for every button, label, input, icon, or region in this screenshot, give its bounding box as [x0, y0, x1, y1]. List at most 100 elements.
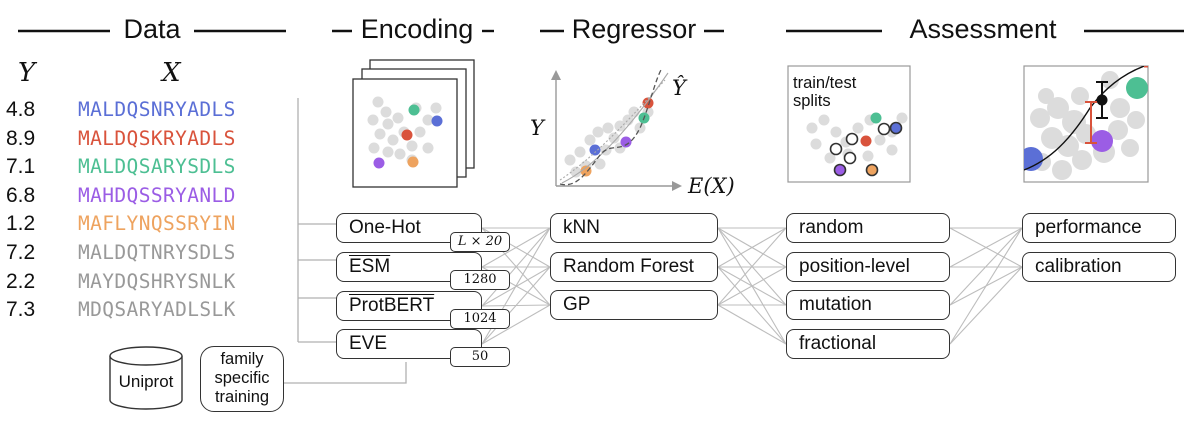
regressor-point-gray [614, 120, 626, 132]
family-training-line-2: specific [214, 369, 270, 387]
regressor-y-axis-label: Y [530, 116, 544, 140]
sequence-y-value: 7.3 [6, 298, 36, 322]
split-point-gray [886, 144, 898, 156]
split-box-random: random [786, 213, 950, 243]
calibration-point-gray [1127, 111, 1145, 129]
calibration-point-gray [1071, 87, 1089, 105]
split-box-fractional: fractional [786, 329, 950, 359]
calibration-point-gray [1121, 139, 1139, 157]
section-title-encoding: Encoding [360, 14, 474, 44]
calibration-point-gray [1057, 135, 1079, 157]
split-label-fractional: fractional [799, 333, 877, 354]
calibration-point-gray [1030, 108, 1050, 128]
split-label-mutation: mutation [799, 294, 872, 315]
regressor-box-gp: GP [550, 290, 718, 320]
embedding-point-gray [368, 142, 380, 154]
splits-panel-title-line-1: train/test [793, 74, 857, 92]
embedding-point-gray [394, 148, 406, 160]
section-title-data: Data [123, 14, 181, 44]
split-point-green [870, 112, 882, 124]
sequence-string: MDQSARYADLSLK [78, 298, 236, 322]
sequence-string: MALDQSARYSDLS [78, 155, 236, 179]
link-line [481, 304, 551, 345]
split-point-test [843, 151, 857, 165]
calibration-point-gray [1101, 71, 1119, 89]
split-point-orange-test [865, 163, 879, 177]
metric-label-calibration: calibration [1035, 256, 1122, 277]
splits-panel [787, 65, 911, 183]
link-line [717, 227, 787, 268]
embedding-point-gray [422, 114, 434, 126]
metric-label-performance: performance [1035, 217, 1142, 238]
split-point-gray [862, 150, 874, 162]
section-title-assessment: Assessment [909, 14, 1057, 44]
regressor-label-random-forest: Random Forest [563, 256, 694, 277]
link-line [717, 227, 787, 306]
link-line [949, 227, 1023, 268]
split-label-random: random [799, 217, 864, 238]
uniprot-database-icon [109, 346, 183, 410]
calibration-point-gray [1052, 160, 1072, 180]
split-box-mutation: mutation [786, 290, 950, 320]
encoding-dim-protbert-text: 1024 [463, 311, 497, 326]
embedding-point-gray [387, 134, 399, 146]
regressor-yhat-label: Ŷ [672, 76, 686, 100]
embedding-point-gray [372, 96, 384, 108]
section-title-regressor: Regressor [571, 14, 697, 44]
embedding-point-gray [414, 126, 426, 138]
regressor-point-gray [574, 146, 586, 158]
calibration-point-blue [1024, 147, 1043, 171]
split-point-test [877, 122, 891, 136]
regressor-plot [551, 67, 682, 191]
regressor-label-knn: kNN [563, 217, 600, 238]
split-label-position-level: position-level [799, 256, 910, 277]
split-point-gray [818, 114, 830, 126]
split-point-test [829, 142, 843, 156]
family-specific-training-box: family specific training [200, 346, 284, 412]
splits-panel-title: train/test splits [793, 74, 856, 110]
split-point-red [860, 135, 872, 147]
regressor-point-gray [602, 122, 614, 134]
embedding-point-gray [430, 102, 442, 114]
encoding-label-one-hot: One-Hot [349, 217, 421, 238]
embedding-point-red [401, 129, 413, 141]
sequence-y-value: 4.8 [6, 98, 36, 121]
regressor-point-gray [564, 154, 576, 166]
embedding-point-green [408, 104, 420, 116]
encoding-label-esm: ESM [349, 256, 391, 277]
regressor-point-gray [594, 158, 606, 170]
encoding-label-protbert: ProtBERT [349, 295, 435, 316]
links-regressor-split [717, 227, 787, 345]
regressor-point-gray [570, 166, 582, 178]
embedding-point-gray [392, 112, 404, 124]
calibration-point-gray [1047, 97, 1069, 119]
sequence-row: 7.3 MDQSARYADLSLK [6, 297, 296, 323]
sequence-string: MAYDQSHRYSNLK [78, 269, 236, 293]
regressor-label-gp: GP [563, 294, 591, 315]
calibration-point-purple [1091, 130, 1113, 152]
link-line [481, 266, 551, 345]
sequence-string: MALDQTNRYSDLS [78, 241, 236, 264]
split-point-gray [896, 112, 908, 124]
split-point-gray [874, 134, 886, 146]
family-training-line-3: training [214, 388, 270, 406]
family-training-line-1: family [220, 350, 264, 368]
split-point-test [845, 132, 859, 146]
calibration-point-green [1126, 77, 1148, 99]
metric-box-calibration: calibration [1022, 252, 1176, 282]
splits-panel-title-line-2: splits [793, 92, 831, 110]
link-line [717, 304, 787, 345]
embedding-point-gray [406, 140, 418, 152]
encoding-label-eve: EVE [349, 333, 388, 354]
embedding-point-gray [382, 118, 394, 130]
regressor-points [564, 97, 654, 178]
embedding-points [367, 96, 443, 169]
encoding-dim-protbert: 1024 [450, 309, 510, 329]
calibration-point-gray [1110, 98, 1130, 118]
